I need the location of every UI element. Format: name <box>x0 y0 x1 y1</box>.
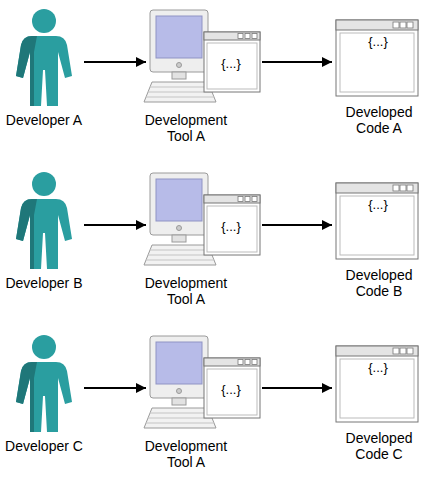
flow-arrow <box>84 387 146 389</box>
developed-code: {...} Developed Code B <box>332 183 426 315</box>
editor-window <box>204 32 260 92</box>
developed-code: {...} Developed Code C <box>332 346 426 478</box>
code-window <box>336 20 418 96</box>
developer-figure: Developer C <box>4 334 84 476</box>
code-window <box>336 346 418 422</box>
code-glyph: {...} <box>206 219 256 234</box>
node-label: Development Tool A <box>140 438 232 470</box>
person-body <box>16 199 72 269</box>
node-label: Developer A <box>0 112 88 128</box>
person-shade <box>16 199 37 269</box>
person-head <box>32 9 56 33</box>
node-label: Developer B <box>0 275 88 291</box>
flow-arrow <box>84 61 146 63</box>
code-glyph: {...} <box>342 34 414 49</box>
person-body <box>16 362 72 432</box>
node-label: Developed Code A <box>330 104 428 136</box>
node-label: Development Tool A <box>140 275 232 307</box>
editor-window <box>204 358 260 418</box>
person-shade <box>16 36 37 106</box>
person-shade <box>16 362 37 432</box>
development-tool: {...}Development Tool A <box>146 10 262 152</box>
code-glyph: {...} <box>206 56 256 71</box>
node-label: Development Tool A <box>140 112 232 144</box>
code-glyph: {...} <box>342 197 414 212</box>
node-label: Developer C <box>0 438 88 454</box>
development-tool: {...}Development Tool A <box>146 336 262 478</box>
flow-arrow <box>262 61 332 63</box>
development-tool: {...}Development Tool A <box>146 173 262 315</box>
editor-window <box>204 195 260 255</box>
flow-arrow <box>262 387 332 389</box>
flow-arrow <box>262 224 332 226</box>
developed-code: {...} Developed Code A <box>332 20 426 152</box>
code-glyph: {...} <box>206 382 256 397</box>
code-glyph: {...} <box>342 360 414 375</box>
code-window <box>336 183 418 259</box>
developer-figure: Developer B <box>4 171 84 313</box>
developer-figure: Developer A <box>4 8 84 150</box>
node-label: Developed Code B <box>330 267 428 299</box>
person-head <box>32 335 56 359</box>
person-head <box>32 172 56 196</box>
person-body <box>16 36 72 106</box>
node-label: Developed Code C <box>330 430 428 462</box>
flow-arrow <box>84 224 146 226</box>
